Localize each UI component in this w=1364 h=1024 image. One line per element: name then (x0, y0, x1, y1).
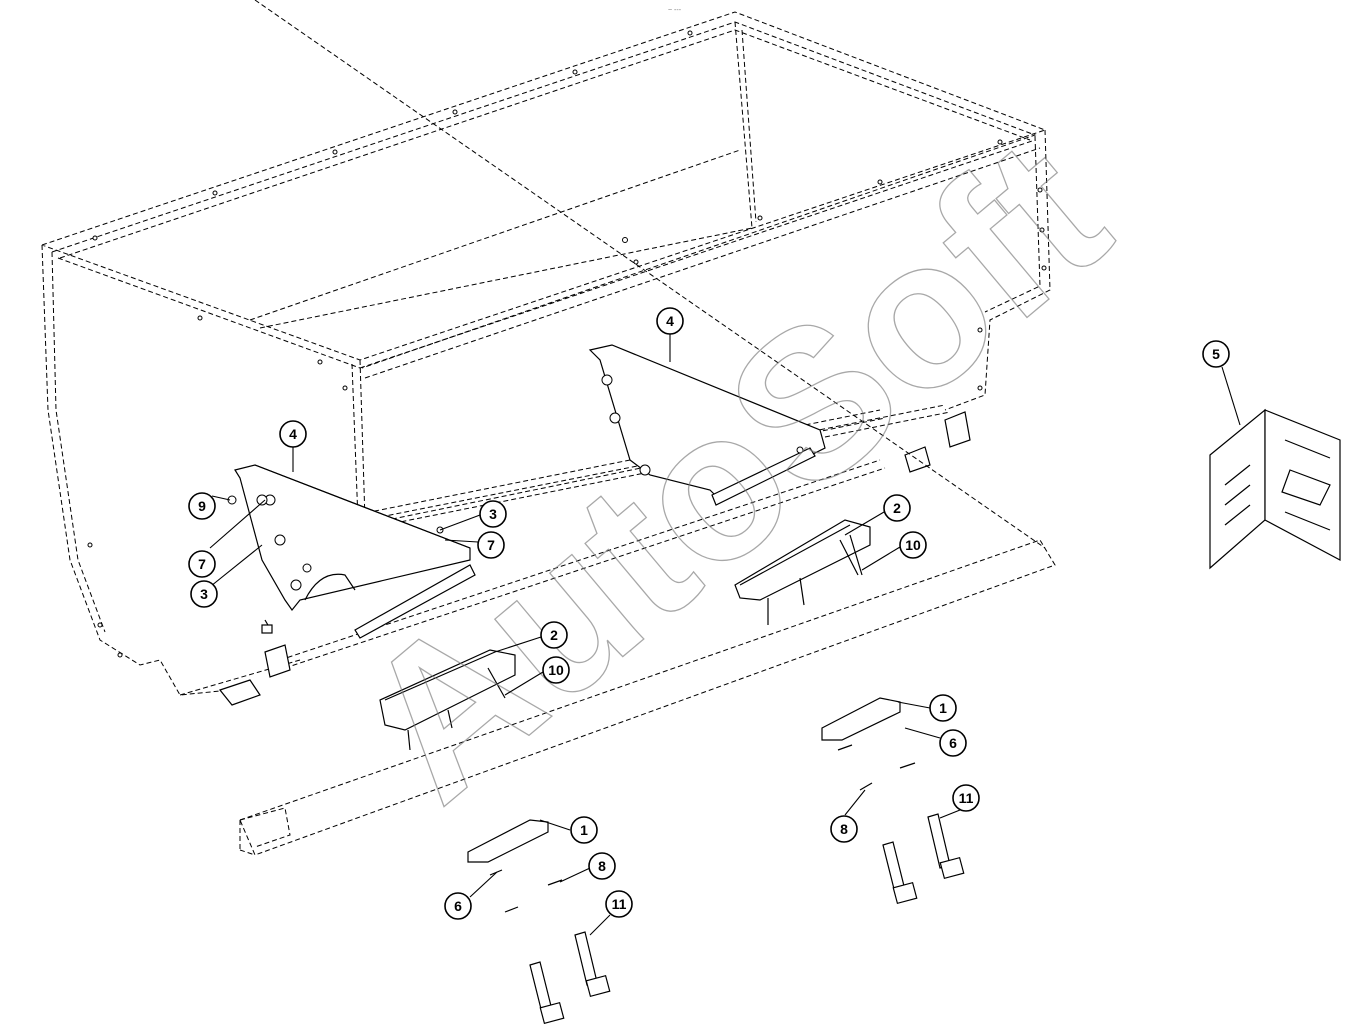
bracket-left (227, 464, 476, 639)
hopper-feet (218, 411, 971, 706)
manual-booklet (1209, 408, 1341, 570)
plate-right (821, 697, 916, 791)
callout-2b: 2 (540, 621, 568, 649)
callout-8a: 8 (588, 852, 616, 880)
callout-6a: 6 (444, 892, 472, 920)
svg-text:10: 10 (548, 662, 564, 678)
callout-1a: 1 (570, 816, 598, 844)
callout-6b: 6 (939, 729, 967, 757)
svg-text:5: 5 (1212, 346, 1220, 362)
callout-7b: 7 (477, 531, 505, 559)
svg-text:10: 10 (905, 537, 921, 553)
svg-text:2: 2 (893, 500, 901, 516)
callout-10b: 10 (542, 656, 570, 684)
svg-text:6: 6 (454, 898, 462, 914)
callout-9: 9 (188, 492, 216, 520)
svg-text:1: 1 (580, 822, 588, 838)
skid-block-left (379, 649, 516, 751)
callout-3b: 3 (190, 580, 218, 608)
svg-text:1: 1 (939, 700, 947, 716)
svg-text:2: 2 (550, 627, 558, 643)
long-rail (239, 0, 1056, 856)
bolts-left (529, 931, 611, 1024)
svg-text:8: 8 (840, 821, 848, 837)
bracket-right (588, 344, 826, 506)
svg-text:11: 11 (959, 790, 974, 806)
hopper-holes (87, 30, 1047, 658)
callout-8b: 8 (830, 815, 858, 843)
svg-text:9: 9 (198, 498, 206, 514)
svg-text:6: 6 (949, 735, 957, 751)
skid-block-right (734, 519, 871, 625)
callout-11a: 11 (605, 890, 633, 918)
bolts-right (882, 813, 965, 905)
svg-text:4: 4 (666, 313, 674, 329)
svg-text:3: 3 (200, 586, 208, 602)
watermark-logo: AutoSoft (317, 94, 1148, 845)
leader-lines (209, 334, 1241, 936)
svg-text:3: 3 (489, 506, 497, 522)
callout-3a: 3 (479, 500, 507, 528)
callout-11b: 11 (952, 784, 980, 812)
svg-text:11: 11 (612, 896, 627, 912)
svg-text:8: 8 (598, 858, 606, 874)
callout-1b: 1 (929, 694, 957, 722)
callout-10a: 10 (899, 531, 927, 559)
svg-text:4: 4 (289, 426, 297, 442)
callout-4b: 4 (656, 307, 684, 335)
svg-text:7: 7 (198, 556, 206, 572)
callout-5: 5 (1202, 340, 1230, 368)
header-mark: ~ --- (668, 7, 682, 14)
watermark-text: AutoSoft (318, 95, 1148, 845)
callout-2a: 2 (883, 494, 911, 522)
callout-7a: 7 (188, 550, 216, 578)
svg-text:7: 7 (487, 537, 495, 553)
plate-left (467, 819, 563, 913)
callout-4a: 4 (279, 420, 307, 448)
